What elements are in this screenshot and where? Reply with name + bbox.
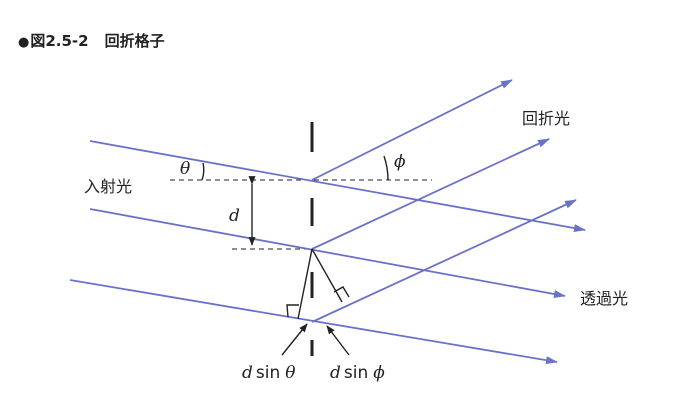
dsin-theta-pointer	[281, 323, 308, 356]
dsin-theta-sin: sin	[256, 363, 280, 383]
incident-light-label: 入射光	[84, 177, 132, 196]
diffracted-light-label: 回折光	[522, 109, 570, 128]
dsin-phi-pointer	[326, 325, 350, 356]
bullet-icon: ●	[18, 35, 30, 50]
figure-title: ●図2.5-2 回折格子	[18, 30, 165, 51]
incident-rays	[69, 140, 586, 365]
theta-arc	[201, 162, 205, 181]
diffracted-ray	[311, 199, 577, 323]
diffracted-ray	[311, 79, 513, 181]
d-symbol: d	[229, 206, 240, 226]
theta-symbol: θ	[180, 159, 190, 179]
diffracted-rays	[311, 79, 577, 323]
phi-perpendicular	[311, 248, 343, 303]
dsin-theta-d: d	[242, 363, 253, 383]
dsin-phi-d: d	[330, 363, 341, 383]
right-angle-mark	[286, 304, 299, 318]
dsin-theta-var: θ	[285, 363, 295, 383]
dsin-phi-sin: sin	[344, 363, 368, 383]
phi-symbol: ϕ	[394, 152, 406, 172]
figure-caption: 回折格子	[104, 32, 165, 50]
incident-ray	[89, 208, 566, 298]
transmitted-light-label: 透過光	[580, 289, 628, 308]
figure-number: 図2.5-2	[30, 32, 89, 50]
dsin-phi-var: ϕ	[373, 363, 385, 383]
theta-perpendicular	[297, 248, 313, 320]
diffracted-ray	[311, 138, 550, 250]
right-angle-mark	[333, 286, 350, 298]
incident-ray	[89, 140, 586, 232]
path-difference-construction	[281, 248, 350, 356]
phi-arc	[383, 155, 389, 181]
